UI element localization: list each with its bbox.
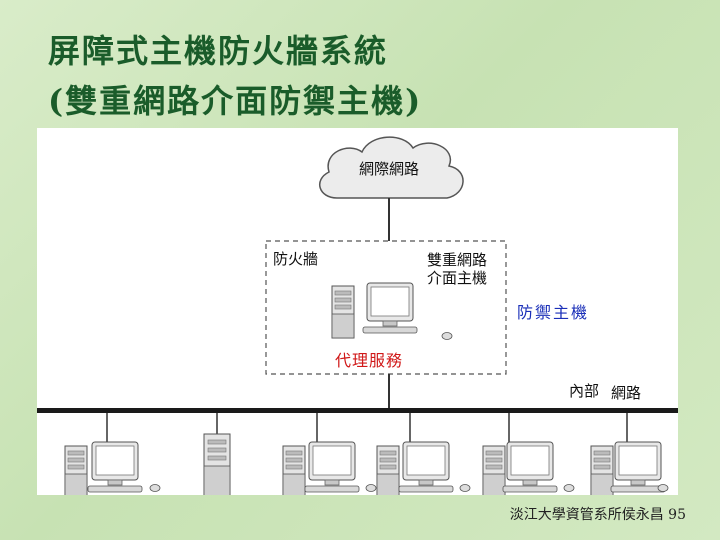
dual-homed-host	[331, 282, 453, 340]
slide-footer: 淡江大學資管系所侯永昌 95	[509, 507, 686, 523]
proxy-service-label: 代理服務	[335, 351, 403, 370]
workstation-3	[376, 441, 471, 495]
dual-host-label-line1: 雙重網路	[427, 251, 487, 269]
firewall-boundary	[265, 240, 507, 375]
server-tower	[203, 433, 231, 495]
network-diagram: 網際網路 防火牆 雙重網路 介面主機 防禦主機 代理服務 內部 網路	[37, 136, 678, 495]
workstation-4	[482, 441, 575, 495]
workstation-5	[590, 441, 669, 495]
cloud-label: 網際網路	[359, 160, 419, 178]
bastion-host-label: 防禦主機	[517, 303, 589, 322]
workstation-1	[64, 441, 161, 495]
diagram-panel: 網際網路 防火牆 雙重網路 介面主機 防禦主機 代理服務 內部 網路	[37, 128, 678, 495]
slide-title-line2: (雙重網路介面防禦主機)	[48, 82, 423, 120]
internal-network-label-part1: 內部	[569, 382, 599, 400]
slide-title-line1: 屏障式主機防火牆系統	[48, 32, 389, 70]
internal-network-label-part2: 網路	[611, 384, 641, 402]
internal-network-backbone	[37, 408, 678, 413]
internet-cloud: 網際網路	[319, 136, 464, 199]
lan-drops	[106, 413, 628, 442]
dual-host-label-line2: 介面主機	[427, 269, 487, 287]
workstation-2	[282, 441, 377, 495]
firewall-label: 防火牆	[273, 250, 318, 268]
